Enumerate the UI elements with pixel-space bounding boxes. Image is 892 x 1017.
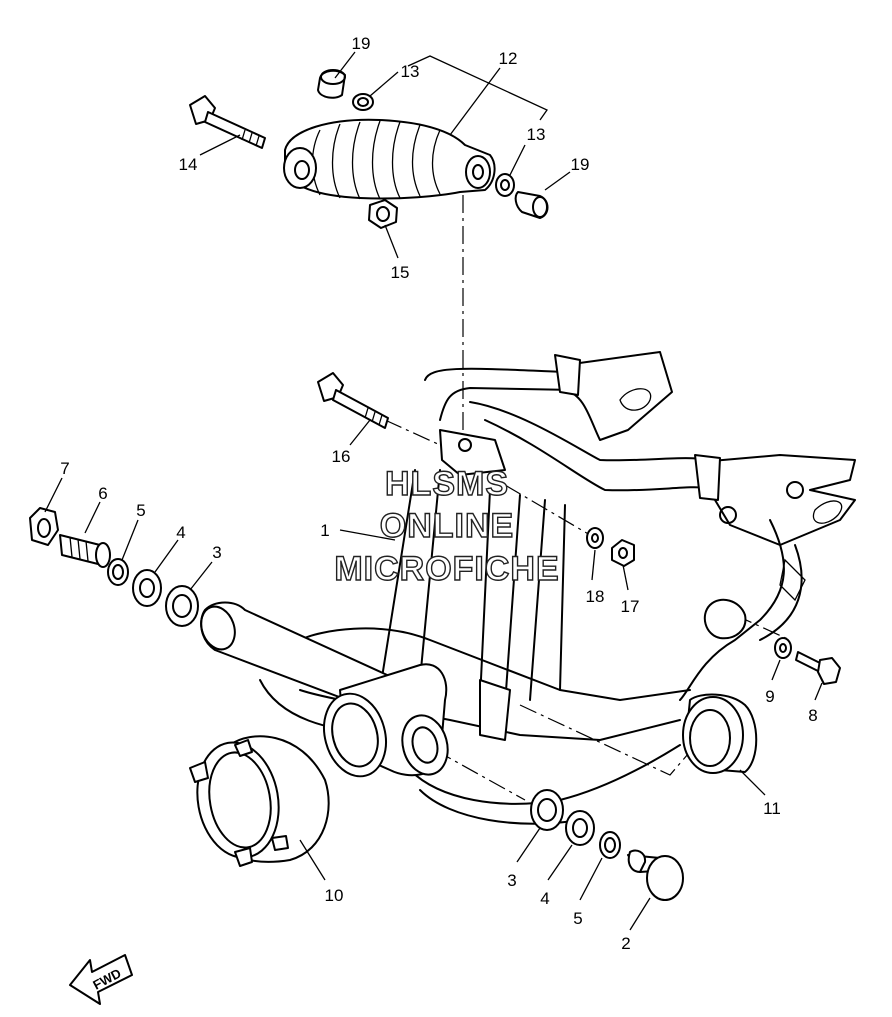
callout-8: 8 [808, 706, 817, 725]
callout-2: 2 [621, 934, 630, 953]
washer-13-top [352, 93, 374, 111]
callout-5: 5 [136, 501, 145, 520]
leader-lines [44, 51, 823, 931]
bearing-3-right [530, 789, 564, 831]
collar-19-right [514, 191, 549, 219]
callout-17: 17 [621, 597, 640, 616]
washer-4-right [565, 810, 595, 846]
cover-10 [189, 735, 330, 867]
washer-9 [774, 637, 792, 659]
callout-11: 11 [763, 799, 781, 818]
bolt-16 [317, 372, 389, 429]
callout-labels: 19 13 12 13 19 14 15 16 1 7 6 5 4 3 18 1… [60, 34, 817, 953]
washer-18 [586, 527, 604, 549]
callout-4: 4 [176, 523, 185, 542]
washer-5-right [599, 831, 621, 859]
callout-15: 15 [391, 263, 410, 282]
callout-5: 5 [573, 909, 582, 928]
callout-19: 19 [571, 155, 590, 174]
callout-1: 1 [320, 521, 329, 540]
watermark: HLSMS ONLINE MICROFICHE [334, 464, 560, 588]
callout-14: 14 [179, 155, 198, 174]
callout-10: 10 [325, 886, 344, 905]
swingarm-frame [200, 351, 856, 825]
washer-13-right [495, 173, 515, 197]
forward-direction-arrow: FWD [69, 954, 133, 1005]
callout-7: 7 [60, 459, 69, 478]
washer-5-left [107, 558, 129, 586]
watermark-line-3: MICROFICHE [334, 550, 559, 588]
bearing-3-left [165, 585, 199, 627]
bushing-11 [682, 693, 758, 774]
nut-7 [29, 507, 59, 546]
callout-4: 4 [540, 889, 549, 908]
watermark-line-2: ONLINE [380, 507, 514, 545]
callout-9: 9 [765, 687, 774, 706]
callout-18: 18 [586, 587, 605, 606]
callout-13: 13 [527, 125, 546, 144]
callout-13: 13 [401, 62, 420, 81]
bolt-8 [795, 651, 841, 685]
watermark-line-1: HLSMS [385, 465, 509, 503]
callout-12: 12 [499, 49, 518, 68]
callout-3: 3 [507, 871, 516, 890]
nut-17 [611, 539, 635, 567]
shaft-6 [59, 534, 111, 568]
callout-3: 3 [212, 543, 221, 562]
pivot-bolt-2 [627, 849, 684, 901]
callout-16: 16 [332, 447, 351, 466]
callout-19: 19 [352, 34, 371, 53]
bolt-14 [189, 95, 266, 149]
rear-shock-absorber [283, 118, 496, 200]
washer-4-left [132, 569, 162, 607]
callout-6: 6 [98, 484, 107, 503]
collar-19-top [317, 69, 346, 99]
nut-15 [368, 199, 398, 229]
